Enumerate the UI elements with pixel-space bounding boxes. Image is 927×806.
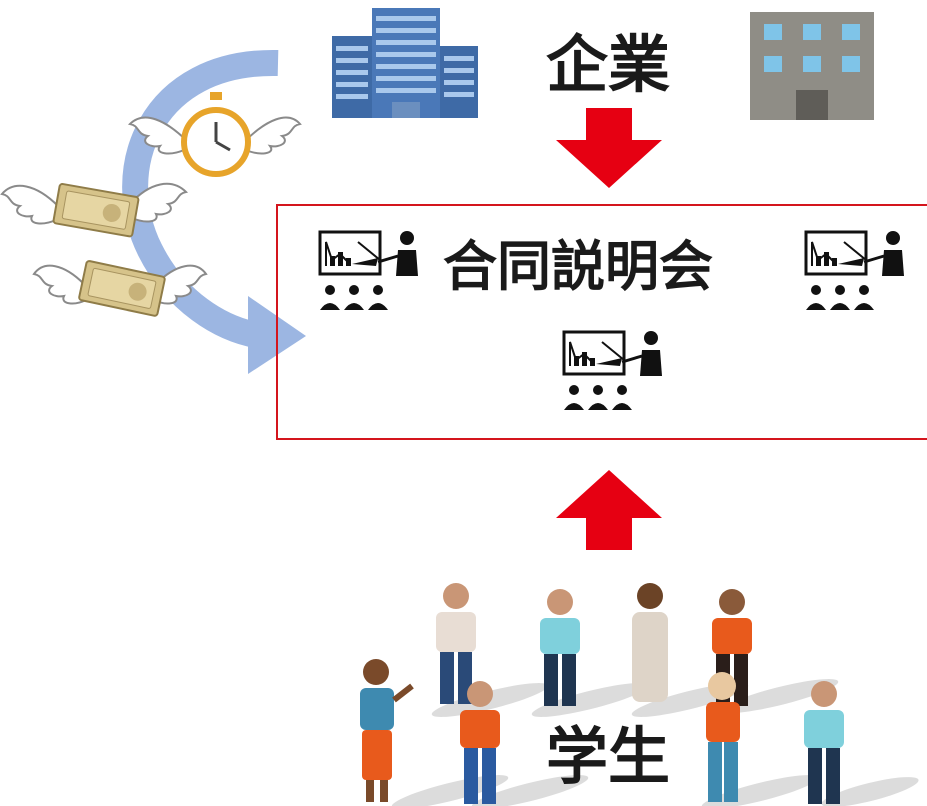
joint-briefing-box: [276, 204, 927, 440]
joint-briefing-label: 合同説明会: [443, 235, 713, 298]
office-building-icon: [332, 8, 478, 118]
presentation-icon: [804, 230, 904, 310]
gray-building-icon: [750, 12, 874, 120]
down-arrow-icon: [556, 108, 662, 188]
flying-money-icon: [0, 183, 189, 238]
students-group-icon: [360, 583, 919, 806]
up-arrow-icon: [556, 470, 662, 550]
flying-clock-icon: [127, 92, 302, 177]
presentation-icon: [562, 330, 662, 410]
students-label: 学生: [546, 720, 671, 793]
presentation-icon: [318, 230, 418, 310]
flying-money-icon: [32, 260, 208, 317]
company-label: 企業: [546, 28, 671, 101]
